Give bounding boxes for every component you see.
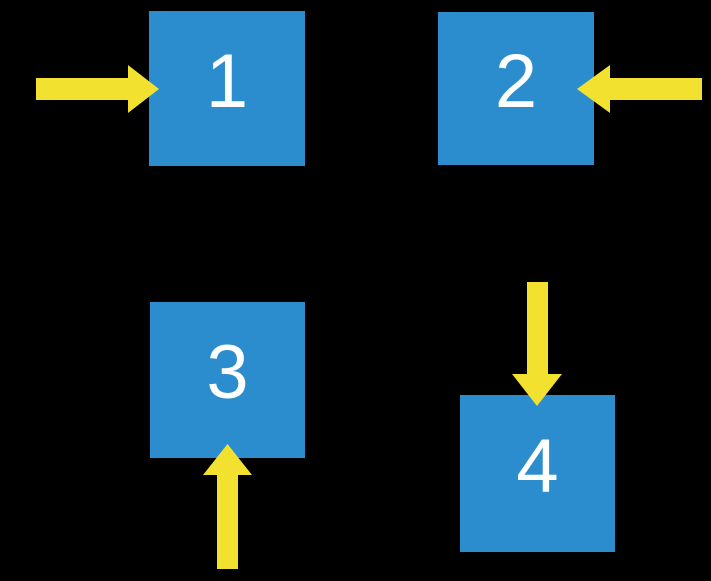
square-1[interactable]: 1 bbox=[149, 11, 305, 166]
arrow-up-shape bbox=[203, 444, 252, 569]
arrow-left-icon bbox=[577, 65, 702, 113]
square-4[interactable]: 4 bbox=[460, 395, 615, 552]
arrow-left-shape bbox=[577, 65, 702, 113]
arrow-down-icon bbox=[512, 282, 562, 406]
arrow-right-icon bbox=[36, 65, 159, 113]
arrow-up-icon bbox=[203, 444, 252, 569]
square-3-label: 3 bbox=[206, 330, 249, 415]
square-1-label: 1 bbox=[205, 38, 249, 124]
arrow-right-shape bbox=[36, 65, 159, 113]
square-2[interactable]: 2 bbox=[438, 12, 594, 165]
square-2-label: 2 bbox=[494, 38, 538, 124]
square-4-label: 4 bbox=[516, 423, 559, 509]
arrow-down-shape bbox=[512, 282, 562, 406]
square-3[interactable]: 3 bbox=[150, 302, 305, 458]
